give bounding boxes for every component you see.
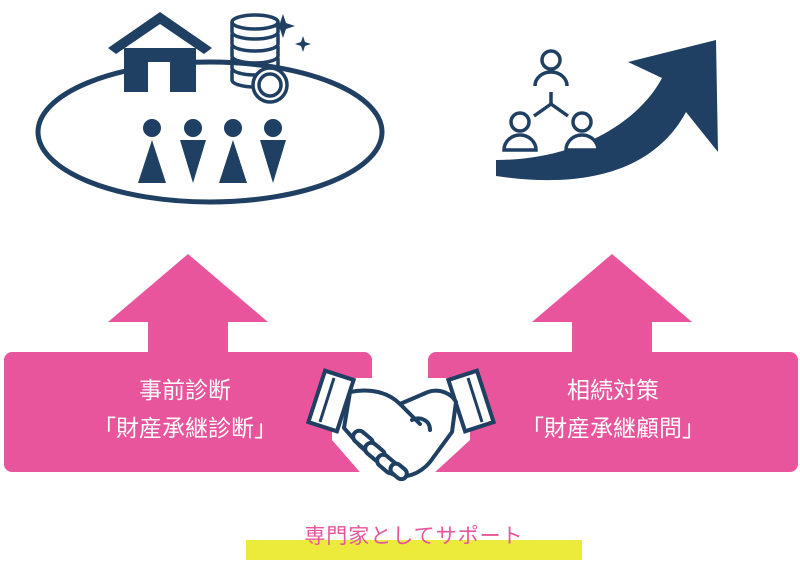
family-people-icon bbox=[138, 119, 286, 183]
right-box-subtitle: 「財産承継顧問」 bbox=[521, 416, 705, 442]
household-ellipse bbox=[35, 59, 385, 205]
sparkle-icon bbox=[271, 14, 311, 52]
house-icon bbox=[108, 12, 212, 92]
left-box-title: 事前診断 bbox=[139, 378, 231, 404]
left-up-arrow bbox=[108, 254, 268, 356]
right-service-box bbox=[428, 352, 798, 472]
left-box-text: 事前診断 「財産承継診断」 bbox=[60, 372, 310, 448]
right-up-arrow bbox=[532, 254, 692, 356]
org-chart-people-icon bbox=[502, 49, 600, 152]
left-box-subtitle: 「財産承継診断」 bbox=[93, 416, 277, 442]
handshake-icon bbox=[305, 368, 497, 486]
right-box-text: 相続対策 「財産承継顧問」 bbox=[488, 372, 738, 448]
left-service-box bbox=[4, 352, 372, 472]
coin-stack-icon bbox=[230, 13, 289, 104]
right-box-title: 相続対策 bbox=[567, 378, 659, 404]
growth-arrow-icon bbox=[496, 40, 718, 181]
support-label: 専門家としてサポート bbox=[304, 524, 524, 548]
footer-highlight bbox=[246, 540, 582, 560]
